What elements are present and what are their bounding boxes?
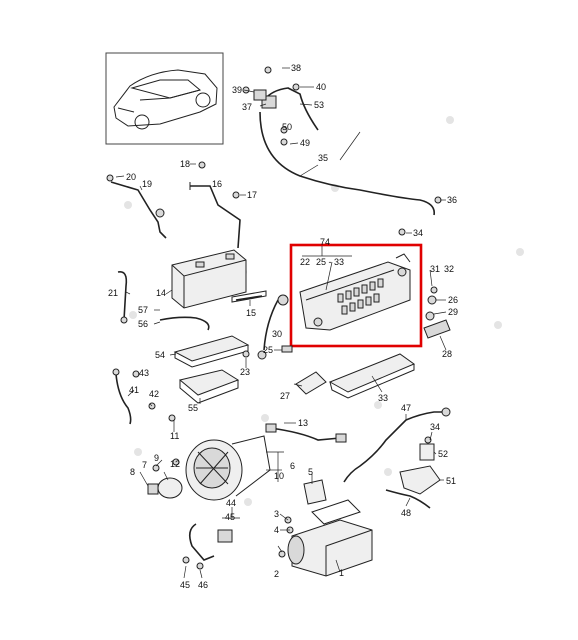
callout-42[interactable]: 42 bbox=[149, 389, 159, 399]
callout-52[interactable]: 52 bbox=[438, 449, 448, 459]
cover-5[interactable] bbox=[303, 479, 327, 505]
callout-26[interactable]: 26 bbox=[448, 295, 458, 305]
callout-33[interactable]: 33 bbox=[378, 393, 388, 403]
callout-28[interactable]: 28 bbox=[442, 349, 452, 359]
callout-19[interactable]: 19 bbox=[142, 179, 152, 189]
callout-49[interactable]: 49 bbox=[300, 138, 310, 148]
bracket-44[interactable] bbox=[188, 523, 215, 561]
callout-38[interactable]: 38 bbox=[291, 63, 301, 73]
ground-strap[interactable] bbox=[159, 316, 210, 331]
main-cable-35[interactable] bbox=[259, 111, 436, 216]
callout-48[interactable]: 48 bbox=[401, 508, 411, 518]
connector-28[interactable] bbox=[423, 319, 451, 339]
callout-6[interactable]: 6 bbox=[290, 461, 295, 471]
bracket-51[interactable] bbox=[399, 465, 441, 495]
callout-30[interactable]: 30 bbox=[272, 329, 282, 339]
callout-35[interactable]: 35 bbox=[318, 153, 328, 163]
callout-21[interactable]: 21 bbox=[108, 288, 118, 298]
callout-8[interactable]: 8 bbox=[130, 467, 135, 477]
callout-31[interactable]: 31 bbox=[430, 264, 440, 274]
callout-2[interactable]: 2 bbox=[274, 569, 279, 579]
cover-27[interactable] bbox=[295, 371, 327, 395]
relay-52[interactable] bbox=[419, 443, 435, 461]
battery-tray[interactable] bbox=[173, 335, 250, 368]
callout-45-upper[interactable]: 45 bbox=[225, 512, 235, 522]
connector-25[interactable] bbox=[281, 345, 293, 353]
callout-labels: 1 2 3 4 5 6 7 8 9 10 11 12 13 14 15 16 1… bbox=[108, 63, 458, 590]
battery-plus-cable[interactable] bbox=[263, 299, 279, 351]
callout-50[interactable]: 50 bbox=[282, 122, 292, 132]
leader-lines bbox=[115, 67, 447, 579]
callout-53[interactable]: 53 bbox=[314, 100, 324, 110]
callout-47[interactable]: 47 bbox=[401, 403, 411, 413]
battery-base[interactable] bbox=[178, 369, 240, 404]
callout-9[interactable]: 9 bbox=[154, 453, 159, 463]
pulley[interactable] bbox=[157, 477, 183, 499]
callout-34-top[interactable]: 34 bbox=[413, 228, 423, 238]
callout-15[interactable]: 15 bbox=[246, 308, 256, 318]
callout-7[interactable]: 7 bbox=[142, 460, 147, 470]
starter-motor[interactable] bbox=[287, 499, 373, 577]
callout-40[interactable]: 40 bbox=[316, 82, 326, 92]
callout-14[interactable]: 14 bbox=[156, 288, 166, 298]
battery-bracket[interactable] bbox=[190, 185, 241, 249]
callout-45-lower[interactable]: 45 bbox=[180, 580, 190, 590]
highlight-box bbox=[289, 243, 423, 348]
callout-13[interactable]: 13 bbox=[298, 418, 308, 428]
callout-55[interactable]: 55 bbox=[188, 403, 198, 413]
battery-sensor-cable[interactable] bbox=[110, 181, 167, 239]
callout-56[interactable]: 56 bbox=[138, 319, 148, 329]
battery-cable-21[interactable] bbox=[117, 270, 128, 321]
callout-10[interactable]: 10 bbox=[274, 471, 284, 481]
callout-12[interactable]: 12 bbox=[170, 459, 180, 469]
callout-4[interactable]: 4 bbox=[274, 525, 279, 535]
callout-1[interactable]: 1 bbox=[339, 568, 344, 578]
nut-26[interactable] bbox=[427, 295, 437, 305]
callout-22[interactable]: 22 bbox=[300, 257, 310, 267]
cable-13[interactable] bbox=[269, 427, 341, 441]
fuse-carrier-tray[interactable] bbox=[328, 353, 416, 399]
callout-18[interactable]: 18 bbox=[180, 159, 190, 169]
cable-41[interactable] bbox=[115, 373, 132, 425]
bolt-7[interactable] bbox=[152, 464, 160, 472]
callout-46[interactable]: 46 bbox=[198, 580, 208, 590]
nut-8[interactable] bbox=[147, 483, 159, 495]
callout-74[interactable]: 74 bbox=[320, 237, 330, 247]
hardware-bolts bbox=[106, 66, 442, 570]
callout-20[interactable]: 20 bbox=[126, 172, 136, 182]
cable-47[interactable] bbox=[343, 419, 407, 483]
callout-25[interactable]: 25 bbox=[263, 345, 273, 355]
alternator[interactable] bbox=[185, 435, 271, 501]
callout-57[interactable]: 57 bbox=[138, 305, 148, 315]
vehicle-thumbnail bbox=[105, 52, 224, 145]
battery[interactable] bbox=[171, 249, 247, 309]
callout-3[interactable]: 3 bbox=[274, 509, 279, 519]
callout-27[interactable]: 27 bbox=[280, 391, 290, 401]
nut-29[interactable] bbox=[425, 311, 435, 321]
callout-34-lower[interactable]: 34 bbox=[430, 422, 440, 432]
callout-54[interactable]: 54 bbox=[155, 350, 165, 360]
callout-36[interactable]: 36 bbox=[447, 195, 457, 205]
callout-17[interactable]: 17 bbox=[247, 190, 257, 200]
callout-11[interactable]: 11 bbox=[170, 431, 179, 441]
callout-37[interactable]: 37 bbox=[242, 102, 252, 112]
fuse-carrier[interactable] bbox=[299, 253, 411, 331]
callout-5[interactable]: 5 bbox=[308, 467, 313, 477]
callout-51[interactable]: 51 bbox=[446, 476, 456, 486]
callout-32[interactable]: 32 bbox=[444, 264, 454, 274]
callout-25-33[interactable]: 25 - 33 bbox=[316, 257, 344, 267]
callout-29[interactable]: 29 bbox=[448, 307, 458, 317]
callout-44[interactable]: 44 bbox=[226, 498, 236, 508]
callout-23[interactable]: 23 bbox=[240, 367, 250, 377]
callout-41[interactable]: 41 bbox=[129, 385, 139, 395]
callout-39[interactable]: 39 bbox=[232, 85, 242, 95]
callout-43[interactable]: 43 bbox=[139, 368, 149, 378]
callout-16[interactable]: 16 bbox=[212, 179, 222, 189]
